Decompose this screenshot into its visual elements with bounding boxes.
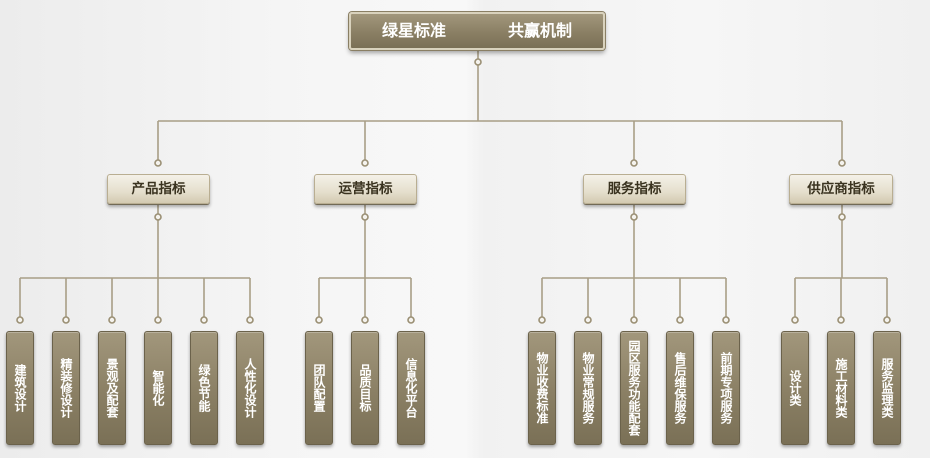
leaf-node: 前期专项服务: [712, 331, 740, 445]
leaf-node: 建筑设计: [6, 331, 34, 445]
leaf-node: 园区服务功能配套: [620, 331, 648, 445]
leaf-label: 施工材料类: [834, 358, 848, 418]
leaf-label: 设计类: [788, 370, 802, 406]
connector-dot: [200, 316, 208, 324]
root-right-title: 共赢机制: [507, 21, 572, 40]
leaf-label: 人性化设计: [243, 358, 257, 418]
leaf-label: 品质目标: [358, 364, 372, 412]
connector-dot: [361, 159, 369, 167]
leaf-node: 施工材料类: [827, 331, 855, 445]
connector-dot: [361, 316, 369, 324]
leaf-label: 售后维保服务: [673, 352, 687, 424]
category-supplier: 供应商指标: [789, 174, 893, 204]
connector-dot: [16, 316, 24, 324]
leaf-label: 绿色节能: [197, 364, 211, 412]
leaf-node: 设计类: [781, 331, 809, 445]
root-left-title: 绿星标准: [381, 21, 446, 40]
connector-dot: [154, 159, 162, 167]
leaf-node: 信息化平台: [397, 331, 425, 445]
leaf-node: 品质目标: [351, 331, 379, 445]
connector-dot: [630, 316, 638, 324]
connector-dot: [538, 316, 546, 324]
connector-dot: [837, 316, 845, 324]
connector-dot: [630, 159, 638, 167]
leaf-label: 物业常规服务: [581, 352, 595, 424]
connector-dot: [315, 316, 323, 324]
connector-dot: [838, 159, 846, 167]
connector-dot: [630, 213, 638, 221]
connector-dot: [584, 316, 592, 324]
root-node: 绿星标准 共赢机制: [349, 12, 605, 50]
leaf-node: 售后维保服务: [666, 331, 694, 445]
connector-dot: [474, 58, 482, 66]
leaf-label: 智能化: [151, 370, 165, 406]
leaf-node: 团队配置: [305, 331, 333, 445]
leaf-node: 绿色节能: [190, 331, 218, 445]
leaf-node: 景观及配套: [98, 331, 126, 445]
leaf-label: 物业收费标准: [535, 352, 549, 424]
leaf-node: 精装修设计: [52, 331, 80, 445]
leaf-node: 服务监理类: [873, 331, 901, 445]
connector-dot: [838, 213, 846, 221]
leaf-node: 智能化: [144, 331, 172, 445]
connector-dot: [676, 316, 684, 324]
connector-dot: [154, 213, 162, 221]
connector-dot: [407, 316, 415, 324]
connector-dot: [361, 213, 369, 221]
leaf-label: 团队配置: [312, 364, 326, 412]
leaf-label: 园区服务功能配套: [627, 340, 641, 436]
category-service: 服务指标: [583, 174, 686, 204]
connector-dot: [791, 316, 799, 324]
leaf-label: 服务监理类: [880, 358, 894, 418]
leaf-label: 景观及配套: [105, 358, 119, 418]
leaf-label: 前期专项服务: [719, 352, 733, 424]
leaf-label: 建筑设计: [13, 364, 27, 412]
leaf-label: 信息化平台: [404, 358, 418, 418]
category-operation: 运营指标: [314, 174, 417, 204]
leaf-label: 精装修设计: [59, 358, 73, 418]
leaf-node: 物业收费标准: [528, 331, 556, 445]
leaf-node: 人性化设计: [236, 331, 264, 445]
connector-dot: [154, 316, 162, 324]
connector-dot: [62, 316, 70, 324]
connector-dot: [722, 316, 730, 324]
connector-dot: [108, 316, 116, 324]
leaf-node: 物业常规服务: [574, 331, 602, 445]
connector-dot: [883, 316, 891, 324]
connector-dot: [246, 316, 254, 324]
category-product: 产品指标: [107, 174, 210, 204]
